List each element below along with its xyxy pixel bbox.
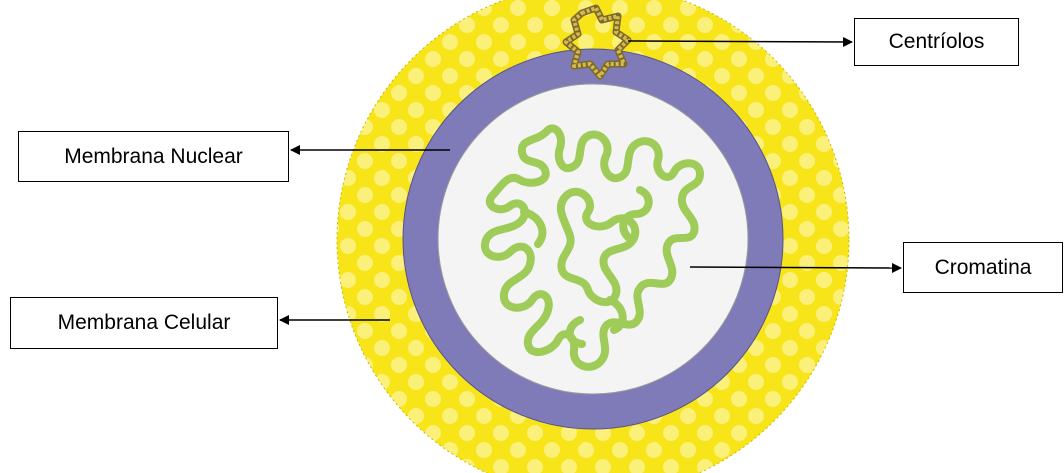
label-cromatina-text: Cromatina — [935, 256, 1032, 280]
label-centriolos: Centríolos — [854, 18, 1019, 66]
centriolos-arrow — [628, 41, 852, 42]
label-membrana-nuclear-text: Membrana Nuclear — [64, 145, 243, 169]
cromatina-arrow — [690, 267, 901, 268]
label-membrana-nuclear: Membrana Nuclear — [18, 131, 289, 182]
label-membrana-celular: Membrana Celular — [10, 297, 278, 349]
label-cromatina: Cromatina — [903, 242, 1063, 293]
label-membrana-celular-text: Membrana Celular — [58, 311, 231, 335]
label-centriolos-text: Centríolos — [889, 30, 985, 54]
